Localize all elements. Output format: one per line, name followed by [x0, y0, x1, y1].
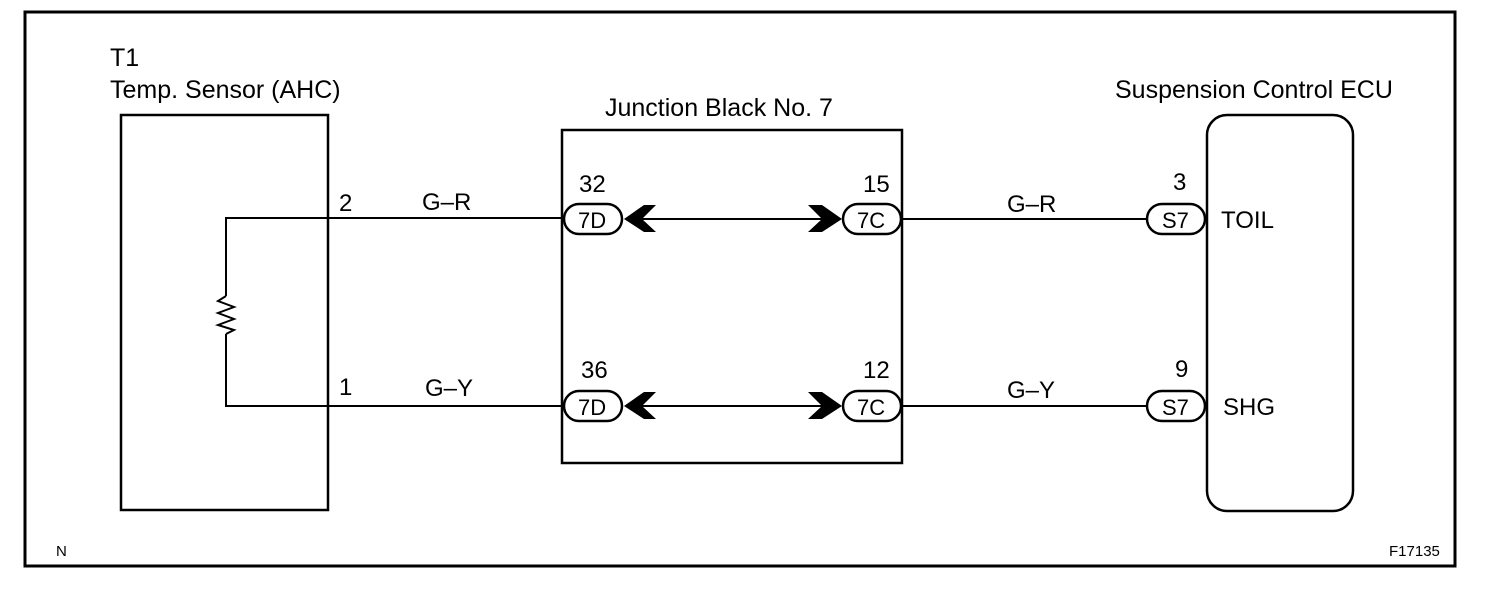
ecu-terminal-shg: SHG [1223, 394, 1275, 421]
sensor-pin-2: 2 [339, 190, 352, 217]
corner-mark-n: N [56, 543, 67, 560]
connector-7c-top-label: 7C [857, 208, 885, 233]
connector-7d-bottom [562, 389, 624, 423]
wire-color-bottom-right: G–Y [1007, 377, 1055, 404]
junction-pin-32: 32 [579, 171, 606, 198]
junction-pin-36: 36 [581, 357, 608, 384]
junction-box [560, 128, 904, 465]
ecu-pin-3: 3 [1173, 169, 1186, 196]
sensor-internal-wire-bottom [225, 334, 328, 407]
junction-title: Junction Black No. 7 [605, 94, 833, 122]
connector-s7-top [1145, 202, 1207, 236]
sensor-code: T1 [110, 44, 139, 72]
terminal-arrow-left-top [624, 205, 656, 232]
junction-pin-12: 12 [863, 357, 890, 384]
terminal-arrow-left-bottom [624, 392, 656, 419]
wire-color-top-right: G–R [1007, 191, 1056, 218]
connector-7d-top-label: 7D [578, 208, 606, 233]
connector-7d-bottom-label: 7D [578, 395, 606, 420]
diagram-frame [23, 10, 1457, 568]
ecu-title: Suspension Control ECU [1115, 76, 1393, 104]
sensor-internal-wire [225, 217, 328, 296]
terminal-arrow-right-top [808, 205, 842, 232]
sensor-pin-1: 1 [339, 374, 352, 401]
connector-7d-top [562, 202, 624, 236]
connector-s7-bottom [1145, 389, 1207, 423]
ecu-box [1205, 113, 1355, 513]
connector-s7-top-label: S7 [1162, 208, 1189, 233]
ecu-pin-9: 9 [1175, 356, 1188, 383]
figure-code: F17135 [1389, 543, 1440, 560]
connector-s7-bottom-label: S7 [1162, 395, 1189, 420]
junction-pin-15: 15 [863, 171, 890, 198]
connector-7c-bottom-label: 7C [857, 395, 885, 420]
ecu-terminal-toil: TOIL [1221, 207, 1274, 234]
resistor-icon [214, 295, 237, 335]
wire-color-top-left: G–R [422, 189, 471, 216]
sensor-box [119, 113, 330, 512]
terminal-arrow-right-bottom [808, 392, 842, 419]
sensor-name: Temp. Sensor (AHC) [110, 76, 341, 104]
wire-color-bottom-left: G–Y [425, 375, 473, 402]
